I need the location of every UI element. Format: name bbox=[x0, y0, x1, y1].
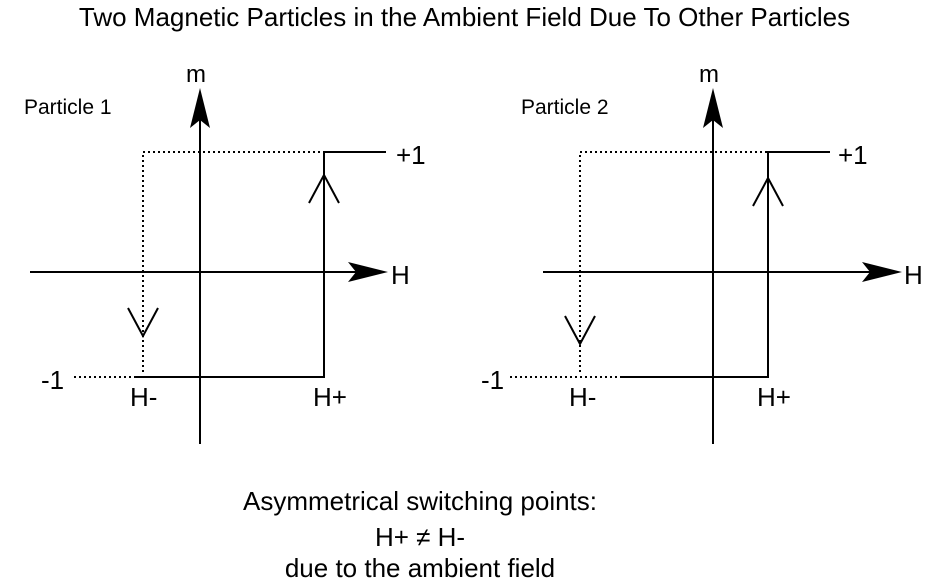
caption-line-1: Asymmetrical switching points: bbox=[243, 486, 597, 516]
panel-particle-2: Particle 2 m H +1 -1 H- H+ bbox=[481, 61, 923, 444]
plus-one-label: +1 bbox=[838, 140, 868, 170]
figure-title: Two Magnetic Particles in the Ambient Fi… bbox=[78, 2, 851, 32]
h-minus-label: H- bbox=[569, 382, 596, 412]
panel-label: Particle 2 bbox=[521, 96, 609, 119]
up-arrow-chevron bbox=[308, 172, 340, 204]
dotted-switch-path bbox=[579, 151, 768, 372]
m-axis-arrowhead bbox=[190, 88, 210, 128]
panel-label: Particle 1 bbox=[24, 96, 112, 119]
h-plus-label: H+ bbox=[313, 382, 347, 412]
h-minus-label: H- bbox=[130, 382, 157, 412]
h-axis-label: H bbox=[391, 260, 410, 290]
plus-one-label: +1 bbox=[396, 140, 426, 170]
h-axis-arrowhead bbox=[348, 262, 388, 282]
h-plus-label: H+ bbox=[757, 382, 791, 412]
minus-one-label: -1 bbox=[481, 365, 504, 395]
caption-line-2: H+ ≠ H- bbox=[374, 522, 466, 552]
m-axis-label: m bbox=[699, 61, 719, 88]
h-axis-label: H bbox=[904, 260, 923, 290]
down-arrow-chevron bbox=[127, 307, 159, 339]
caption-line-3: due to the ambient field bbox=[284, 553, 556, 583]
h-axis-arrowhead bbox=[862, 262, 902, 282]
m-axis-label: m bbox=[186, 61, 206, 88]
minus-one-label: -1 bbox=[41, 365, 64, 395]
solid-switch-path bbox=[135, 151, 386, 378]
panel-particle-1: Particle 1 m H +1 -1 H- H+ bbox=[24, 61, 426, 444]
down-arrow-chevron bbox=[564, 315, 596, 347]
dotted-switch-path bbox=[142, 151, 324, 372]
up-arrow-chevron bbox=[752, 175, 784, 207]
solid-switch-path bbox=[621, 151, 830, 378]
m-axis-arrowhead bbox=[703, 88, 723, 128]
